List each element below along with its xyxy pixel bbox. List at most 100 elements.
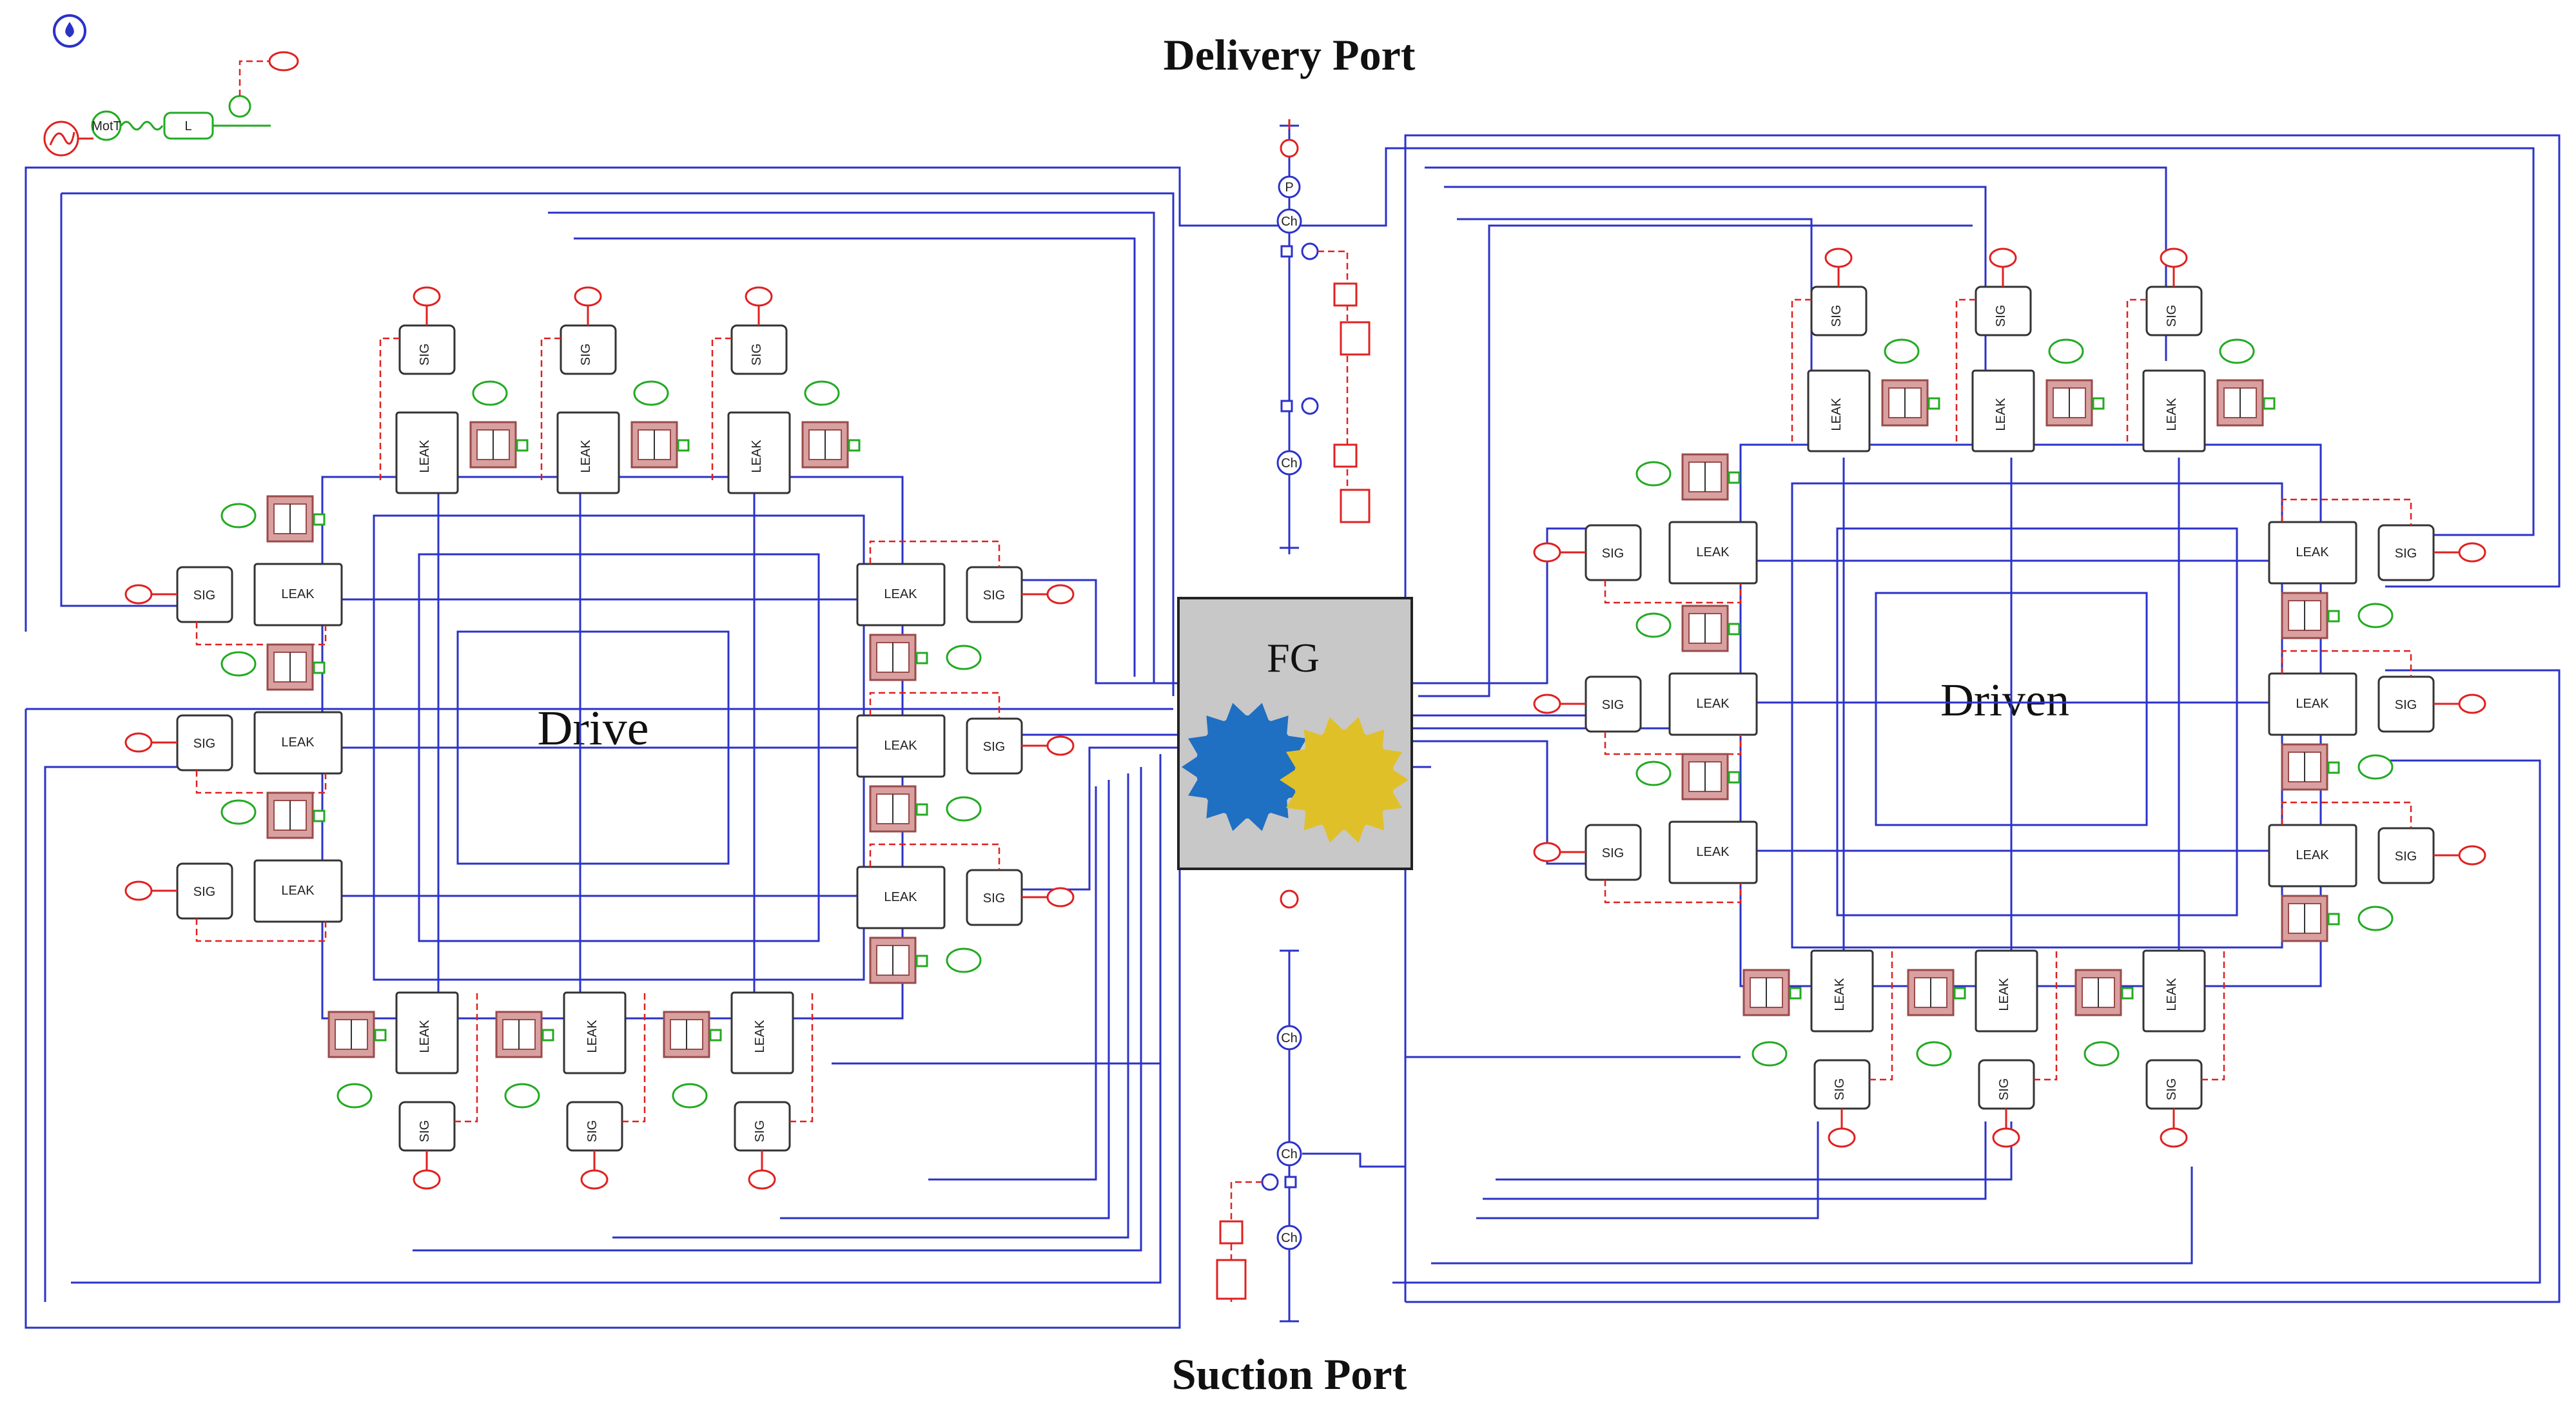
- sig-label: SIG: [1602, 846, 1624, 860]
- valve-icon: [266, 495, 326, 543]
- sensor-icon: [1884, 338, 1920, 364]
- sensor-icon: [1635, 761, 1672, 786]
- sensor-icon: [337, 1083, 373, 1109]
- sensor-icon: [2083, 1041, 2120, 1067]
- source-icon: [574, 286, 602, 307]
- valve-icon: [869, 634, 928, 681]
- fg-label: FG: [1267, 635, 1320, 681]
- valve-icon: [869, 785, 928, 833]
- leak-label: LEAK: [1696, 697, 1730, 711]
- valve-icon: [1681, 453, 1741, 501]
- source-icon: [124, 732, 153, 753]
- suction-port-label: Suction Port: [1172, 1350, 1407, 1399]
- leak-label: LEAK: [2296, 545, 2329, 559]
- valve-icon: [266, 791, 326, 839]
- sig-label: SIG: [2395, 849, 2417, 864]
- driven-label: Driven: [1940, 674, 2069, 726]
- source-icon: [413, 1169, 441, 1190]
- drive-ring: [321, 476, 904, 1020]
- valve-icon: [266, 643, 326, 691]
- sensor-icon: [2219, 338, 2255, 364]
- sig-label: SIG: [1833, 1078, 1847, 1100]
- motor-label: MotT: [92, 119, 121, 133]
- sensor-icon: [946, 796, 982, 822]
- source-icon: [1533, 842, 1561, 862]
- leak-label: LEAK: [1696, 845, 1730, 859]
- chamber-label-3: Ch: [1281, 1031, 1298, 1045]
- chamber-unit[interactable]: SIG LEAK: [711, 286, 861, 494]
- valve-icon: [2281, 592, 2340, 639]
- sensor-icon: [2357, 906, 2394, 931]
- chamber-unit[interactable]: SIG LEAK: [1533, 753, 1758, 904]
- leak-label: LEAK: [585, 1020, 600, 1053]
- sig-label: SIG: [1602, 547, 1624, 561]
- valve-icon: [469, 421, 529, 469]
- sig-label: SIG: [983, 891, 1005, 906]
- sig-label: SIG: [2395, 698, 2417, 712]
- source-icon: [124, 880, 153, 901]
- chamber-unit[interactable]: SIG LEAK: [856, 540, 1075, 681]
- inertia-label: L: [184, 119, 191, 133]
- source-icon: [2160, 1127, 2188, 1148]
- source-icon: [1989, 247, 2017, 268]
- sig-label: SIG: [2165, 1078, 2179, 1100]
- valve-icon: [1681, 605, 1741, 652]
- sensor-icon: [472, 380, 508, 406]
- sig-label: SIG: [983, 588, 1005, 603]
- sensor-icon: [504, 1083, 540, 1109]
- sig-label: SIG: [1997, 1078, 2011, 1100]
- sig-label: SIG: [418, 1120, 432, 1142]
- leak-label: LEAK: [750, 440, 764, 473]
- sig-label: SIG: [193, 737, 215, 751]
- leak-label: LEAK: [884, 587, 917, 601]
- sensor-icon: [1916, 1041, 1952, 1067]
- valve-icon: [2216, 379, 2276, 427]
- sig-label: SIG: [418, 344, 432, 365]
- source-icon: [1992, 1127, 2020, 1148]
- source-icon: [1533, 542, 1561, 563]
- leak-label: LEAK: [281, 884, 315, 898]
- fg-block[interactable]: FG: [1177, 597, 1413, 870]
- delivery-chain: P Ch Ch: [1276, 119, 1371, 554]
- valve-icon: [1907, 969, 1966, 1016]
- valve-icon: [663, 1011, 722, 1058]
- source-icon: [1046, 887, 1075, 907]
- leak-label: LEAK: [1830, 398, 1844, 431]
- sig-label: SIG: [2165, 305, 2179, 327]
- sensor-icon: [220, 651, 257, 677]
- valve-icon: [630, 421, 690, 469]
- chamber-unit[interactable]: SIG LEAK: [856, 843, 1075, 984]
- sensor-icon: [220, 799, 257, 825]
- motor-assembly: MotT L: [43, 14, 299, 157]
- valve-icon: [869, 936, 928, 984]
- sig-label: SIG: [750, 344, 764, 365]
- valve-icon: [801, 421, 861, 469]
- sig-label: SIG: [193, 588, 215, 603]
- valve-icon: [1881, 379, 1940, 427]
- sensor-icon: [220, 503, 257, 529]
- source-icon: [1533, 694, 1561, 714]
- leak-label: LEAK: [884, 890, 917, 904]
- sensor-icon: [804, 380, 840, 406]
- chamber-unit[interactable]: SIG LEAK: [124, 643, 343, 794]
- leak-label: LEAK: [281, 735, 315, 750]
